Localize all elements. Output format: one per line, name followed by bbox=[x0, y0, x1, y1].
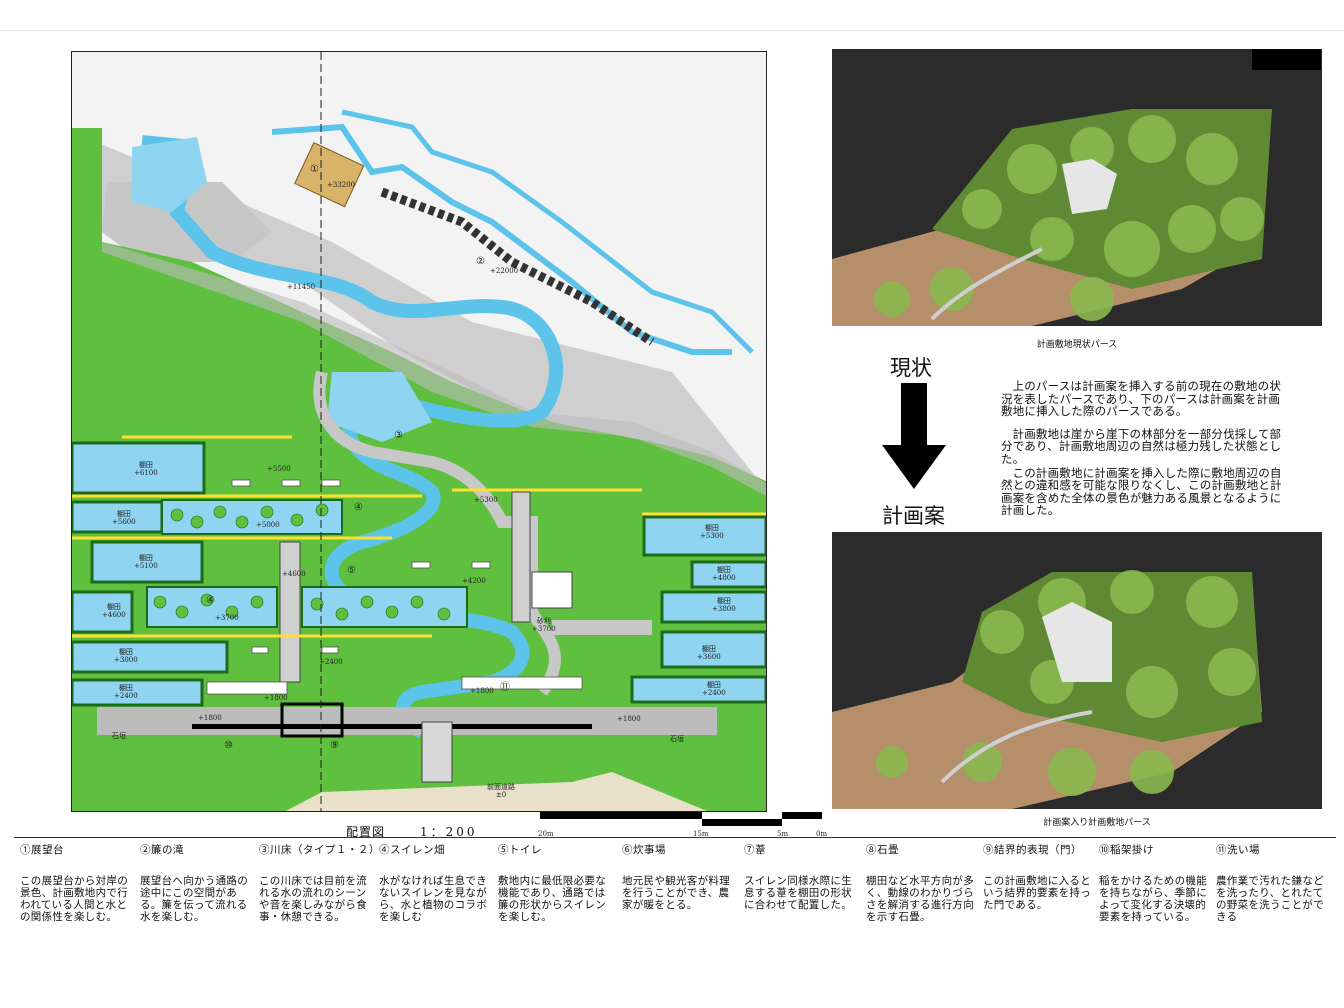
render-plan bbox=[832, 532, 1322, 809]
legend-body: 棚田など水平方向が多く、動線のわかりづらさを解消する進行方向を示す石畳。 bbox=[866, 875, 974, 923]
marker-3: ③ bbox=[394, 430, 403, 441]
legend-item: ②簾の滝展望台へ向かう通路の途中にこの空間がある。簾を伝って流れる水を楽しむ。 bbox=[140, 842, 252, 923]
plan-label: +11450 bbox=[287, 283, 316, 291]
plan-label: 前面道路±0 bbox=[487, 783, 515, 799]
description-paragraph: 計画敷地は崖から崖下の林部分を一部分伐採して部分であり、計画敷地周辺の自然は極力… bbox=[1001, 426, 1282, 466]
description-paragraph: 上のパースは計画案を挿入する前の現在の敷地の状況を表したパースであり、下のパース… bbox=[1001, 379, 1282, 419]
plan-label: 棚田+6100 bbox=[134, 461, 158, 477]
legend-body: この川床では目前を流れる水の流れのシーンや音を楽しみながら食事・休憩できる。 bbox=[259, 875, 367, 923]
plan-scale: 1：200 bbox=[420, 825, 478, 839]
legend-divider bbox=[14, 837, 1336, 838]
plan-label: +5000 bbox=[256, 521, 280, 529]
marker-4b: ④ bbox=[206, 595, 215, 606]
scale-bar bbox=[702, 819, 782, 826]
plan-label: 石垣 bbox=[670, 735, 684, 743]
legend-body: 地元民や観光客が料理を行うことができ、農家が暖をとる。 bbox=[622, 875, 730, 911]
scale-tick: 20m bbox=[538, 830, 554, 838]
plan-label: 石垣 bbox=[112, 732, 126, 740]
description: 上のパースは計画案を挿入する前の現在の敷地の状況を表したパースであり、下のパース… bbox=[1001, 380, 1283, 527]
marker-5: ⑤ bbox=[347, 565, 356, 576]
state-before-label: 現状 bbox=[890, 356, 932, 380]
plan-label: +2400 bbox=[319, 658, 343, 666]
marker-1: ① bbox=[310, 164, 319, 175]
legend-body: スイレン同様水際に生息する葦を棚田の形状に合わせて配置した。 bbox=[744, 875, 852, 911]
scale-tick: 0m bbox=[816, 830, 828, 838]
scale-bar bbox=[782, 812, 822, 819]
legend-body: 展望台へ向かう通路の途中にこの空間がある。簾を伝って流れる水を楽しむ。 bbox=[140, 875, 248, 923]
marker-2: ② bbox=[476, 256, 485, 267]
plan-title: 配置図 bbox=[346, 825, 386, 839]
legend-body: 稲をかけるための機能を持ちながら、季節によって変化する決壊的要素を持っている。 bbox=[1099, 875, 1207, 923]
plan-label: 棚田+2400 bbox=[702, 681, 726, 697]
legend-head: ⑨結界的表現（門） bbox=[983, 844, 1082, 856]
plan-label: 棚田+5100 bbox=[134, 554, 158, 570]
plan-label: +5300 bbox=[474, 496, 498, 504]
legend-head: ②簾の滝 bbox=[140, 844, 184, 856]
plan-label: +33200 bbox=[327, 181, 356, 189]
legend-item: ⑧石畳棚田など水平方向が多く、動線のわかりづらさを解消する進行方向を示す石畳。 bbox=[866, 842, 978, 923]
plan-label: +1800 bbox=[198, 714, 222, 722]
plan-label: +5500 bbox=[267, 465, 291, 473]
legend-item: ⑤トイレ敷地内に最低限必要な機能であり、通路では簾の形状からスイレンを楽しむ。 bbox=[498, 842, 610, 923]
legend-item: ⑥炊事場地元民や観光客が料理を行うことができ、農家が暖をとる。 bbox=[622, 842, 734, 911]
plan-label: 棚田+3600 bbox=[697, 645, 721, 661]
legend-body: この計画敷地に入るという結界的要素を持った門である。 bbox=[983, 875, 1091, 911]
plan-label: 棚田+4600 bbox=[102, 603, 126, 619]
plan-label: 棚田+5300 bbox=[700, 524, 724, 540]
plan-label: 棚田+4800 bbox=[712, 566, 736, 582]
plan-label: +1800 bbox=[264, 694, 288, 702]
marker-11: ⑪ bbox=[500, 682, 510, 693]
marker-4a: ④ bbox=[354, 502, 363, 513]
marker-9: ⑨ bbox=[330, 740, 339, 751]
legend-head: ⑪洗い場 bbox=[1216, 844, 1260, 856]
state-after-label: 計画案 bbox=[882, 504, 945, 528]
legend-item: ④スイレン畑水がなければ生息できないスイレンを見ながら、水と植物のコラボを楽しむ bbox=[379, 842, 491, 923]
legend-head: ⑩稲架掛け bbox=[1099, 844, 1154, 856]
legend-item: ⑩稲架掛け稲をかけるための機能を持ちながら、季節によって変化する決壊的要素を持っ… bbox=[1099, 842, 1211, 923]
plan-label: +22000 bbox=[490, 267, 519, 275]
legend-head: ④スイレン畑 bbox=[379, 844, 445, 856]
legend-item: ⑪洗い場農作業で汚れた鎌などを洗ったり、とれたての野菜を洗うことができる bbox=[1216, 842, 1328, 923]
legend-item: ③川床（タイプ１・２） この川床では目前を流れる水の流れのシーンや音を楽しみながら… bbox=[259, 842, 380, 923]
plan-label: 棚田+2400 bbox=[114, 684, 138, 700]
legend-head: ①展望台 bbox=[20, 844, 64, 856]
scale-tick: 5m bbox=[777, 830, 789, 838]
plan-label: 棚田+5600 bbox=[112, 510, 136, 526]
arrow-down-icon bbox=[882, 383, 946, 489]
plan-label: 棚田+3800 bbox=[712, 597, 736, 613]
legend-body: 敷地内に最低限必要な機能であり、通路では簾の形状からスイレンを楽しむ。 bbox=[498, 875, 606, 923]
legend-head: ⑤トイレ bbox=[498, 844, 542, 856]
legend-head: ⑧石畳 bbox=[866, 844, 899, 856]
site-plan-drawing bbox=[72, 52, 766, 811]
plan-label: +4200 bbox=[462, 577, 486, 585]
top-divider bbox=[0, 30, 1344, 31]
legend-head: ⑦葦 bbox=[744, 844, 766, 856]
render-current bbox=[832, 49, 1322, 326]
legend-item: ⑦葦スイレン同様水際に生息する葦を棚田の形状に合わせて配置した。 bbox=[744, 842, 856, 911]
legend-head: ③川床（タイプ１・２） bbox=[259, 844, 380, 856]
plan-label: +4600 bbox=[282, 570, 306, 578]
legend-head: ⑥炊事場 bbox=[622, 844, 666, 856]
legend-body: 農作業で汚れた鎌などを洗ったり、とれたての野菜を洗うことができる bbox=[1216, 875, 1324, 923]
plan-label: 棚田+3000 bbox=[114, 648, 138, 664]
legend: ①展望台この展望台から対岸の景色、計画敷地内で行われている人間と水との関係性を楽… bbox=[0, 842, 1344, 952]
plan-label: +1800 bbox=[470, 687, 494, 695]
legend-item: ⑨結界的表現（門） この計画敷地に入るという結界的要素を持った門である。 bbox=[983, 842, 1095, 911]
legend-item: ①展望台この展望台から対岸の景色、計画敷地内で行われている人間と水との関係性を楽… bbox=[20, 842, 132, 923]
render-plan-caption: 計画案入り計画敷地パース bbox=[1043, 818, 1151, 828]
plan-label: +3700 bbox=[215, 614, 239, 622]
scale-bar bbox=[540, 812, 702, 819]
plan-label: +1800 bbox=[617, 715, 641, 723]
marker-10: ⑩ bbox=[224, 740, 233, 751]
plan-label: 砂利+3700 bbox=[532, 617, 556, 633]
render-badge bbox=[1252, 49, 1321, 70]
scale-tick: 15m bbox=[693, 830, 709, 838]
render-current-caption: 計画敷地現状パース bbox=[1036, 340, 1118, 350]
description-paragraph: この計画敷地に計画案を挿入した際に敷地周辺の自然との違和感を可能な限りなくし、こ… bbox=[1001, 465, 1282, 518]
site-plan: 棚田+6100 棚田+5600 棚田+5100 棚田+4600 棚田+3000 … bbox=[71, 51, 767, 812]
legend-body: この展望台から対岸の景色、計画敷地内で行われている人間と水との関係性を楽しむ。 bbox=[20, 875, 128, 923]
legend-body: 水がなければ生息できないスイレンを見ながら、水と植物のコラボを楽しむ bbox=[379, 875, 487, 923]
